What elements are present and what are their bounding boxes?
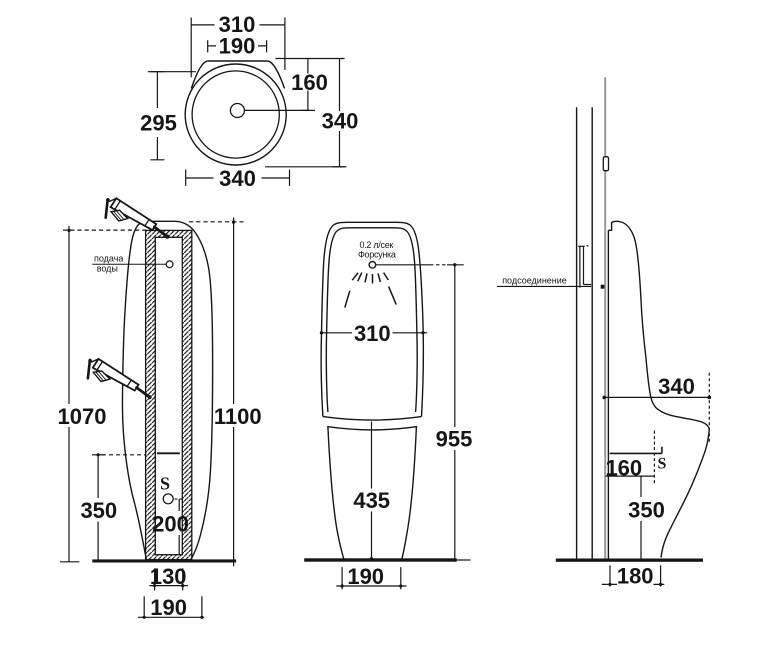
svg-text:подача: подача [94, 254, 123, 264]
svg-text:1100: 1100 [214, 404, 262, 429]
svg-text:190: 190 [219, 33, 256, 58]
svg-text:310: 310 [219, 12, 256, 37]
svg-text:190: 190 [347, 564, 384, 589]
svg-text:130: 130 [150, 564, 187, 589]
svg-text:350: 350 [80, 498, 117, 523]
svg-text:435: 435 [353, 488, 390, 513]
svg-text:340: 340 [322, 109, 359, 134]
svg-text:190: 190 [150, 595, 187, 620]
svg-text:200: 200 [152, 512, 189, 537]
svg-text:160: 160 [291, 70, 328, 95]
svg-text:S: S [160, 474, 170, 494]
svg-text:340: 340 [219, 166, 256, 191]
svg-text:S: S [657, 456, 666, 473]
svg-text:340: 340 [658, 374, 695, 399]
svg-text:воды: воды [97, 263, 118, 273]
svg-text:подсоединение: подсоединение [502, 275, 567, 285]
svg-text:350: 350 [628, 497, 665, 522]
svg-text:295: 295 [140, 110, 177, 135]
svg-text:180: 180 [617, 564, 654, 589]
svg-text:160: 160 [605, 455, 642, 480]
svg-text:1070: 1070 [58, 404, 107, 429]
svg-text:955: 955 [436, 427, 473, 452]
svg-text:0.2 л/сек: 0.2 л/сек [360, 240, 394, 250]
svg-text:Форсунка: Форсунка [358, 250, 396, 260]
svg-text:310: 310 [354, 321, 391, 346]
